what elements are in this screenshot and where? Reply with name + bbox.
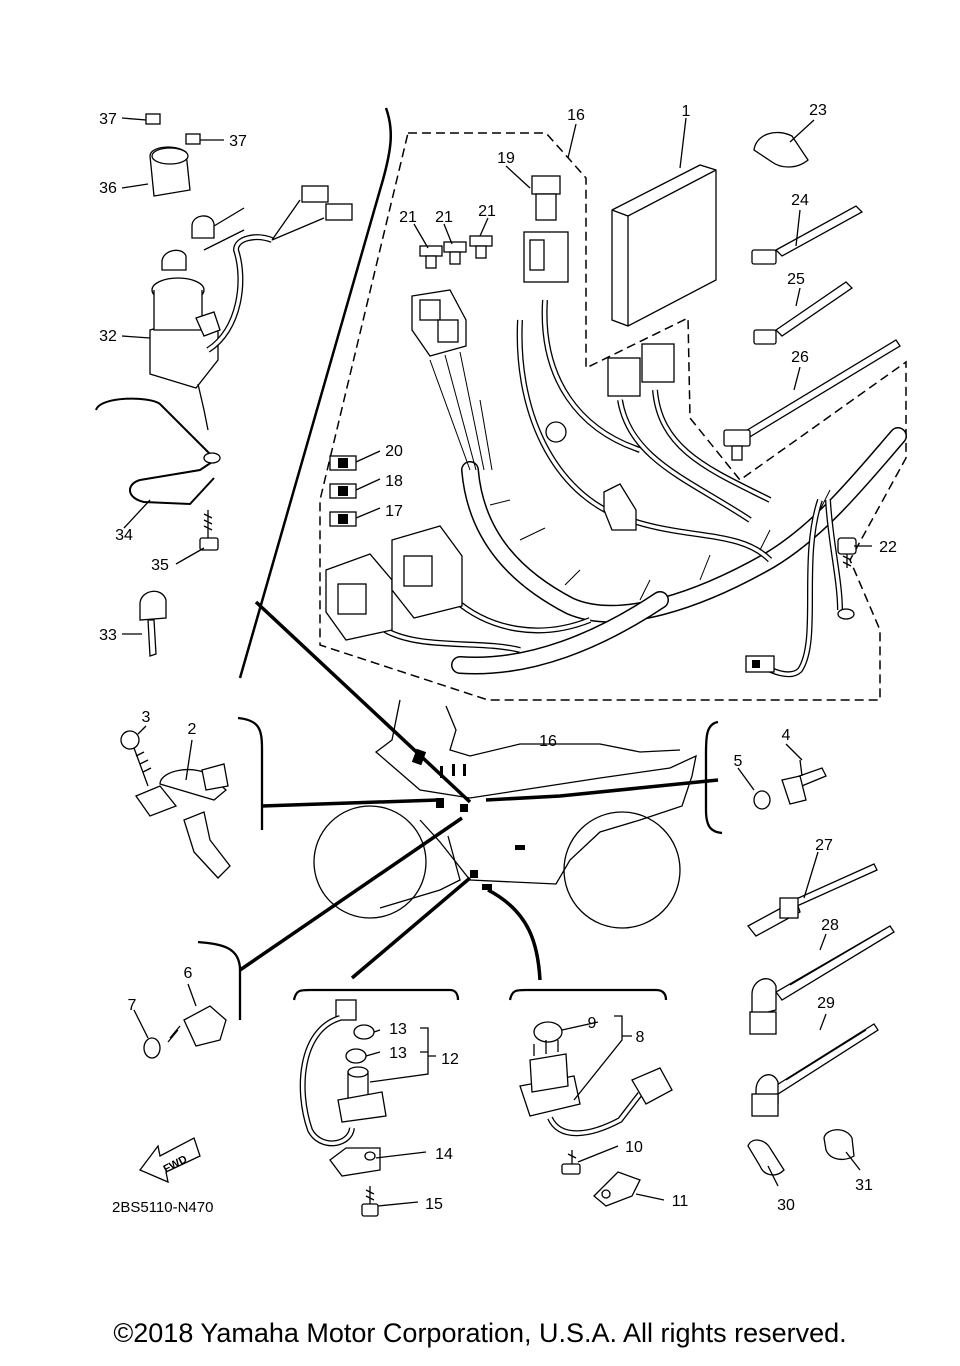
cover-14	[329, 1147, 381, 1177]
harness-group-outline	[319, 132, 907, 701]
callout-37: 37	[229, 133, 247, 150]
callout-26: 26	[791, 349, 809, 366]
key-33	[139, 590, 167, 657]
callout-12: 12	[441, 1051, 459, 1068]
callout-7: 7	[128, 997, 137, 1014]
cable-tie-29	[751, 1023, 879, 1117]
clamp-23	[753, 131, 809, 168]
callout-1: 1	[682, 103, 691, 120]
cable-tie-28	[749, 925, 895, 1035]
sensor-8	[519, 1040, 673, 1137]
callout-29: 29	[817, 995, 835, 1012]
callout-16: 16	[567, 107, 585, 124]
bolt-22	[837, 537, 857, 620]
callout-15: 15	[425, 1196, 443, 1213]
callout-31: 31	[855, 1177, 873, 1194]
callout-27: 27	[815, 837, 833, 854]
sensor-12	[299, 999, 387, 1147]
fuses-21	[419, 235, 493, 269]
sub-harness-connector	[745, 655, 775, 673]
callout-30: 30	[777, 1197, 795, 1214]
sensor-2	[135, 763, 231, 879]
callout-21: 21	[435, 209, 453, 226]
bolt-35	[199, 510, 219, 551]
o-ring-13a	[353, 1024, 375, 1040]
lock-cover-36	[149, 146, 191, 197]
callout-5: 5	[734, 753, 743, 770]
callout-37: 37	[99, 111, 117, 128]
o-ring-13b	[345, 1048, 367, 1064]
callout-21: 21	[399, 209, 417, 226]
callout-2: 2	[188, 721, 197, 738]
relay-19	[523, 175, 569, 283]
copyright-notice: ©2018 Yamaha Motor Corporation, U.S.A. A…	[113, 1318, 847, 1348]
callout-9: 9	[588, 1015, 597, 1032]
cable-tie-27	[747, 863, 878, 937]
bracket-11	[593, 1171, 641, 1207]
callout-13: 13	[389, 1021, 407, 1038]
cable-tie-25	[753, 281, 854, 345]
leader-lines	[121, 117, 872, 1207]
cable-tie-24	[751, 205, 864, 265]
callout-33: 33	[99, 627, 117, 644]
washer-7	[143, 1037, 161, 1059]
bolt-10	[561, 1150, 581, 1175]
callout-36: 36	[99, 180, 117, 197]
switch-6	[167, 1005, 227, 1047]
callout-6: 6	[184, 965, 193, 982]
callout-23: 23	[809, 102, 827, 119]
drawing-code: 2BS5110-N470	[112, 1199, 213, 1216]
forward-arrow-icon: FWD	[138, 1137, 201, 1184]
callout-35: 35	[151, 557, 169, 574]
bolt-15	[361, 1186, 379, 1217]
callout-4: 4	[782, 727, 791, 744]
fuses-17-18-20	[329, 455, 357, 527]
cap-37a	[145, 113, 161, 125]
callout-34: 34	[115, 527, 133, 544]
callout-17: 17	[385, 503, 403, 520]
ignition-switch-32	[149, 277, 221, 431]
callout-21: 21	[478, 203, 496, 220]
callout-19: 19	[497, 150, 515, 167]
o-ring-9	[533, 1021, 563, 1043]
clamp-30	[747, 1139, 785, 1176]
callout-11: 11	[672, 1193, 689, 1210]
wire-harness	[383, 299, 907, 678]
switch-leads	[206, 185, 353, 353]
callout-28: 28	[821, 917, 839, 934]
callout-8: 8	[636, 1029, 645, 1046]
callout-32: 32	[99, 328, 117, 345]
callout-20: 20	[385, 443, 403, 460]
connectors-right	[545, 343, 675, 531]
washer-5	[753, 790, 771, 810]
bolt-3	[120, 730, 152, 787]
callout-16: 16	[539, 733, 557, 750]
fuse-box	[411, 289, 467, 357]
wire-guide-34	[95, 397, 221, 506]
callout-22: 22	[879, 539, 897, 556]
relays-lower	[325, 525, 463, 641]
key-set	[161, 207, 245, 271]
callout-25: 25	[787, 271, 805, 288]
ecu-1	[611, 164, 717, 327]
cap-37b	[185, 133, 201, 145]
callout-18: 18	[385, 473, 403, 490]
callout-24: 24	[791, 192, 809, 209]
vehicle-connector-markers	[411, 748, 525, 890]
cable-tie-26	[723, 339, 901, 461]
motorcycle-outline	[313, 699, 697, 929]
callout-13: 13	[389, 1045, 407, 1062]
callout-10: 10	[625, 1139, 643, 1156]
sensor-4	[781, 759, 827, 805]
callout-3: 3	[142, 709, 151, 726]
clamp-31	[823, 1129, 855, 1161]
callout-14: 14	[435, 1146, 453, 1163]
